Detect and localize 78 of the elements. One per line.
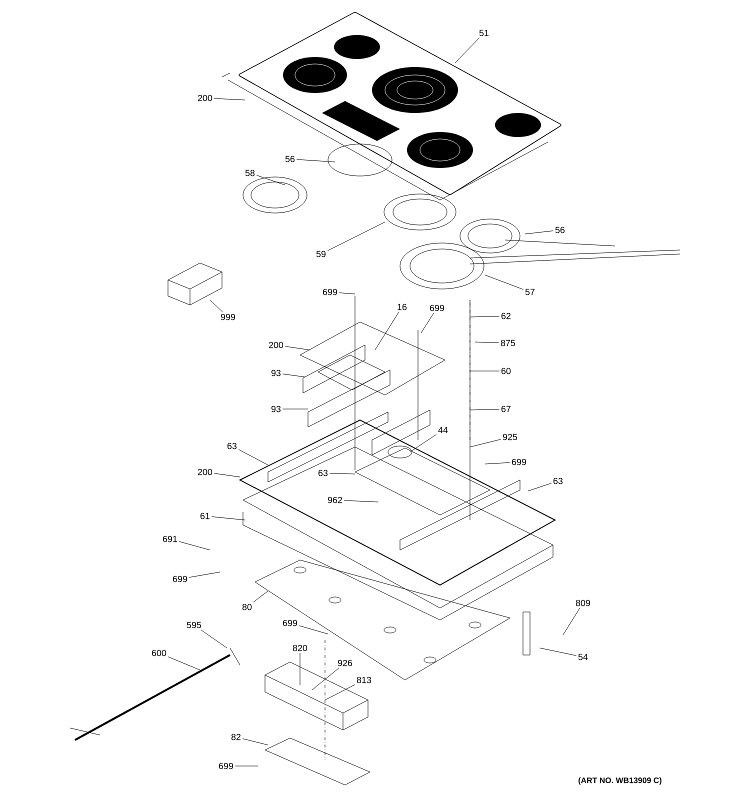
leader-line xyxy=(528,482,552,492)
callout-number: 699 xyxy=(512,458,526,466)
leader-line xyxy=(470,370,500,372)
leader-line xyxy=(312,668,340,690)
callout-number: 925 xyxy=(502,434,518,440)
leader-line xyxy=(470,316,500,318)
callout-number: 699 xyxy=(430,304,444,312)
leader-line xyxy=(296,159,336,162)
callout-number: 59 xyxy=(316,250,326,258)
callout-number: 61 xyxy=(200,512,210,520)
callout-number: 57 xyxy=(525,288,535,296)
callout-number: 80 xyxy=(242,604,252,610)
callout-number: 54 xyxy=(578,654,588,660)
leader-line xyxy=(282,408,308,410)
leader-line xyxy=(200,630,228,648)
callout-number: 600 xyxy=(152,650,166,656)
leader-line xyxy=(214,473,240,478)
callout-number: 44 xyxy=(438,426,448,434)
leader-line xyxy=(253,590,268,602)
leader-line xyxy=(214,98,246,100)
leader-line xyxy=(188,572,220,578)
leader-line xyxy=(420,312,434,334)
callout-number: 962 xyxy=(328,496,342,504)
callout-number: 58 xyxy=(245,170,255,176)
leader-line xyxy=(454,38,480,64)
callout-number: 200 xyxy=(198,468,212,476)
leader-line xyxy=(470,408,500,410)
callout-number: 699 xyxy=(172,576,188,582)
callout-number: 63 xyxy=(227,442,237,450)
leader-line xyxy=(256,175,286,186)
leader-line xyxy=(344,500,378,502)
callout-number: 63 xyxy=(318,470,328,476)
leader-line xyxy=(211,516,246,520)
leader-line xyxy=(484,462,510,464)
leader-line xyxy=(562,608,580,636)
leader-line xyxy=(238,449,268,466)
leader-line xyxy=(282,374,306,378)
leader-line xyxy=(210,300,224,312)
leader-line xyxy=(524,230,554,234)
callout-number: 813 xyxy=(356,676,372,684)
callout-number: 699 xyxy=(218,762,234,770)
leader-line xyxy=(298,625,328,634)
callout-number: 60 xyxy=(501,368,511,374)
callout-number: 82 xyxy=(231,734,241,740)
leader-line xyxy=(168,656,200,670)
callout-number: 699 xyxy=(322,288,338,296)
callout-number: 699 xyxy=(282,620,298,626)
callout-number: 200 xyxy=(198,94,212,102)
callout-number: 999 xyxy=(220,314,236,320)
callout-number: 691 xyxy=(162,536,178,542)
callout-number: 809 xyxy=(576,600,590,606)
leader-line xyxy=(329,472,356,474)
callout-number: 875 xyxy=(500,340,516,346)
callout-number: 200 xyxy=(268,342,284,348)
leader-line xyxy=(410,434,437,452)
callout-number: 51 xyxy=(479,30,489,36)
leader-line xyxy=(540,648,577,656)
leader-line xyxy=(242,738,268,746)
leader-line xyxy=(474,342,500,343)
callout-number: 62 xyxy=(501,312,511,320)
leader-line xyxy=(327,222,386,251)
callout-number: 93 xyxy=(271,406,281,412)
callout-number: 595 xyxy=(186,622,202,628)
callout-number: 16 xyxy=(398,304,407,310)
leader-line xyxy=(470,439,502,448)
callout-number: 56 xyxy=(285,156,295,162)
leader-line xyxy=(284,346,310,350)
leader-line xyxy=(338,292,356,294)
callout-number: 820 xyxy=(292,644,308,652)
callout-number: 926 xyxy=(338,660,352,666)
leader-line xyxy=(178,541,210,550)
leader-line xyxy=(324,684,356,700)
leader-line xyxy=(374,312,400,350)
callout-number: 63 xyxy=(553,478,563,484)
callout-number: 67 xyxy=(501,406,511,412)
callout-number: 93 xyxy=(271,370,281,376)
callout-number: 56 xyxy=(555,226,565,234)
leader-line xyxy=(484,274,524,290)
